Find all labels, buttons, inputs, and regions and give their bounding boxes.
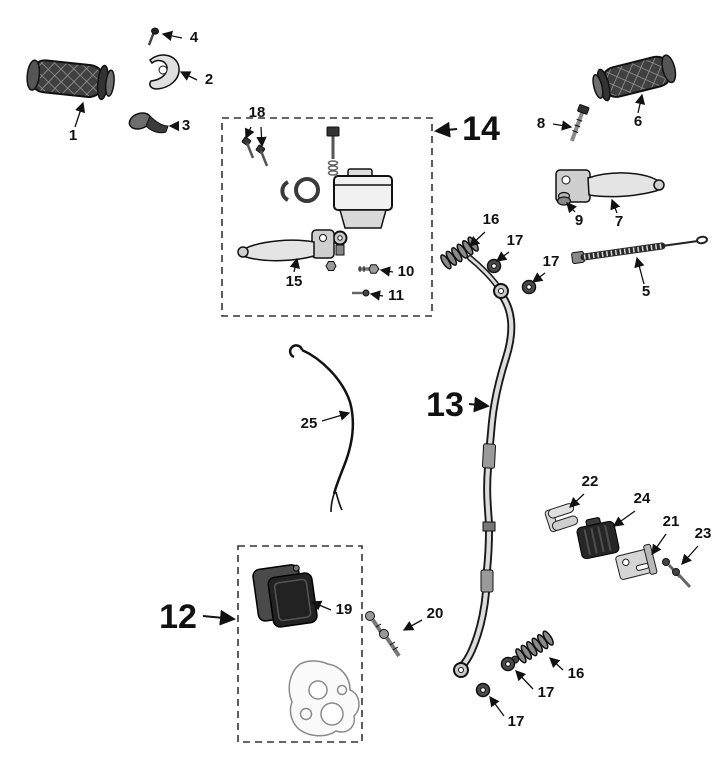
assembly-label-12: 12 — [159, 598, 197, 636]
small-screw-11 — [352, 289, 370, 297]
leader-21 — [651, 533, 667, 556]
leader-assembly-14 — [434, 121, 458, 138]
callout-17-upper-a: 17 — [507, 232, 524, 249]
leader-10 — [379, 266, 394, 277]
leader-9 — [566, 202, 577, 214]
callout-22: 22 — [582, 473, 599, 490]
callout-17-lower-b: 17 — [508, 713, 525, 730]
leader-1 — [74, 101, 86, 128]
leader-17-lower-b — [489, 695, 505, 717]
leader-15 — [289, 257, 301, 273]
callout-19: 19 — [336, 601, 353, 618]
leader-16-lower — [549, 657, 564, 671]
leader-17-upper-b — [531, 272, 546, 283]
pivot-bushing — [556, 191, 572, 206]
left-grip — [26, 59, 115, 101]
callout-21: 21 — [663, 513, 680, 530]
callout-16-lower: 16 — [568, 665, 585, 682]
right-grip — [592, 54, 677, 102]
leader-assembly-12 — [202, 609, 236, 626]
bracket-screws — [662, 558, 692, 589]
callout-18: 18 — [249, 104, 266, 121]
leader-11 — [369, 290, 384, 301]
assembly-label-14: 14 — [462, 110, 500, 148]
brake-pads — [252, 564, 318, 628]
brake-caliper — [288, 660, 360, 737]
clamp-piece — [128, 112, 169, 134]
throttle-cable — [571, 235, 708, 265]
rubber-damper — [576, 517, 620, 560]
callout-5: 5 — [642, 283, 650, 300]
leader-4 — [161, 30, 183, 41]
right-brake-lever — [555, 169, 665, 203]
small-screw-4 — [147, 27, 160, 46]
callout-17-lower-a: 17 — [538, 684, 555, 701]
callout-9: 9 — [575, 212, 583, 229]
callout-17-upper-b: 17 — [543, 253, 560, 270]
callout-16-upper: 16 — [483, 211, 500, 228]
washer-upper-b — [521, 279, 537, 295]
leader-assembly-13 — [468, 396, 490, 413]
leader-22 — [569, 493, 585, 508]
leader-25 — [321, 410, 351, 422]
leader-7 — [610, 198, 621, 214]
washer-upper-a — [486, 258, 502, 274]
callout-3: 3 — [182, 117, 190, 134]
cable-25 — [288, 344, 355, 513]
leader-6 — [634, 93, 646, 114]
caliper-bolts — [365, 611, 401, 658]
brake-hose — [453, 255, 516, 678]
callout-4: 4 — [190, 29, 199, 46]
lever-screw — [569, 104, 590, 142]
leader-17-lower-a — [515, 670, 534, 690]
left-brake-lever — [237, 229, 337, 271]
callout-10: 10 — [398, 263, 415, 280]
bracket-21 — [615, 543, 658, 580]
leader-19 — [310, 600, 332, 611]
callout-2: 2 — [205, 71, 213, 88]
washer-lower-b — [475, 682, 491, 698]
leader-lines — [74, 30, 699, 717]
callout-15: 15 — [286, 273, 303, 290]
throttle-housing — [149, 54, 180, 90]
callout-7: 7 — [615, 213, 623, 230]
hose-spring-lower — [511, 630, 554, 664]
callout-23: 23 — [695, 525, 712, 542]
leader-8 — [552, 120, 573, 131]
mount-screws — [241, 136, 269, 167]
callout-labels: 1 2 3 4 5 6 7 8 9 10 11 15 16 17 17 18 1… — [69, 29, 712, 730]
callout-1: 1 — [69, 127, 77, 144]
leader-24 — [612, 510, 636, 527]
callout-8: 8 — [537, 115, 545, 132]
leader-2 — [179, 71, 198, 81]
assembly-label-13: 13 — [426, 386, 464, 424]
callout-20: 20 — [427, 605, 444, 622]
hose-clip — [544, 503, 579, 533]
master-cylinder — [280, 126, 393, 256]
leader-23 — [681, 545, 699, 565]
leader-5 — [634, 256, 645, 285]
callout-6: 6 — [634, 113, 642, 130]
small-bolt-10 — [358, 264, 380, 274]
callout-11: 11 — [388, 287, 404, 304]
leader-18-b — [256, 126, 267, 148]
callout-25: 25 — [301, 415, 318, 432]
leader-18-a — [245, 126, 255, 140]
assembly-box-12 — [237, 545, 363, 743]
leader-16-upper — [469, 231, 486, 247]
washer-lower-a — [500, 656, 516, 672]
callout-24: 24 — [634, 490, 651, 507]
leader-20 — [402, 619, 423, 631]
leader-17-upper-a — [495, 251, 510, 262]
